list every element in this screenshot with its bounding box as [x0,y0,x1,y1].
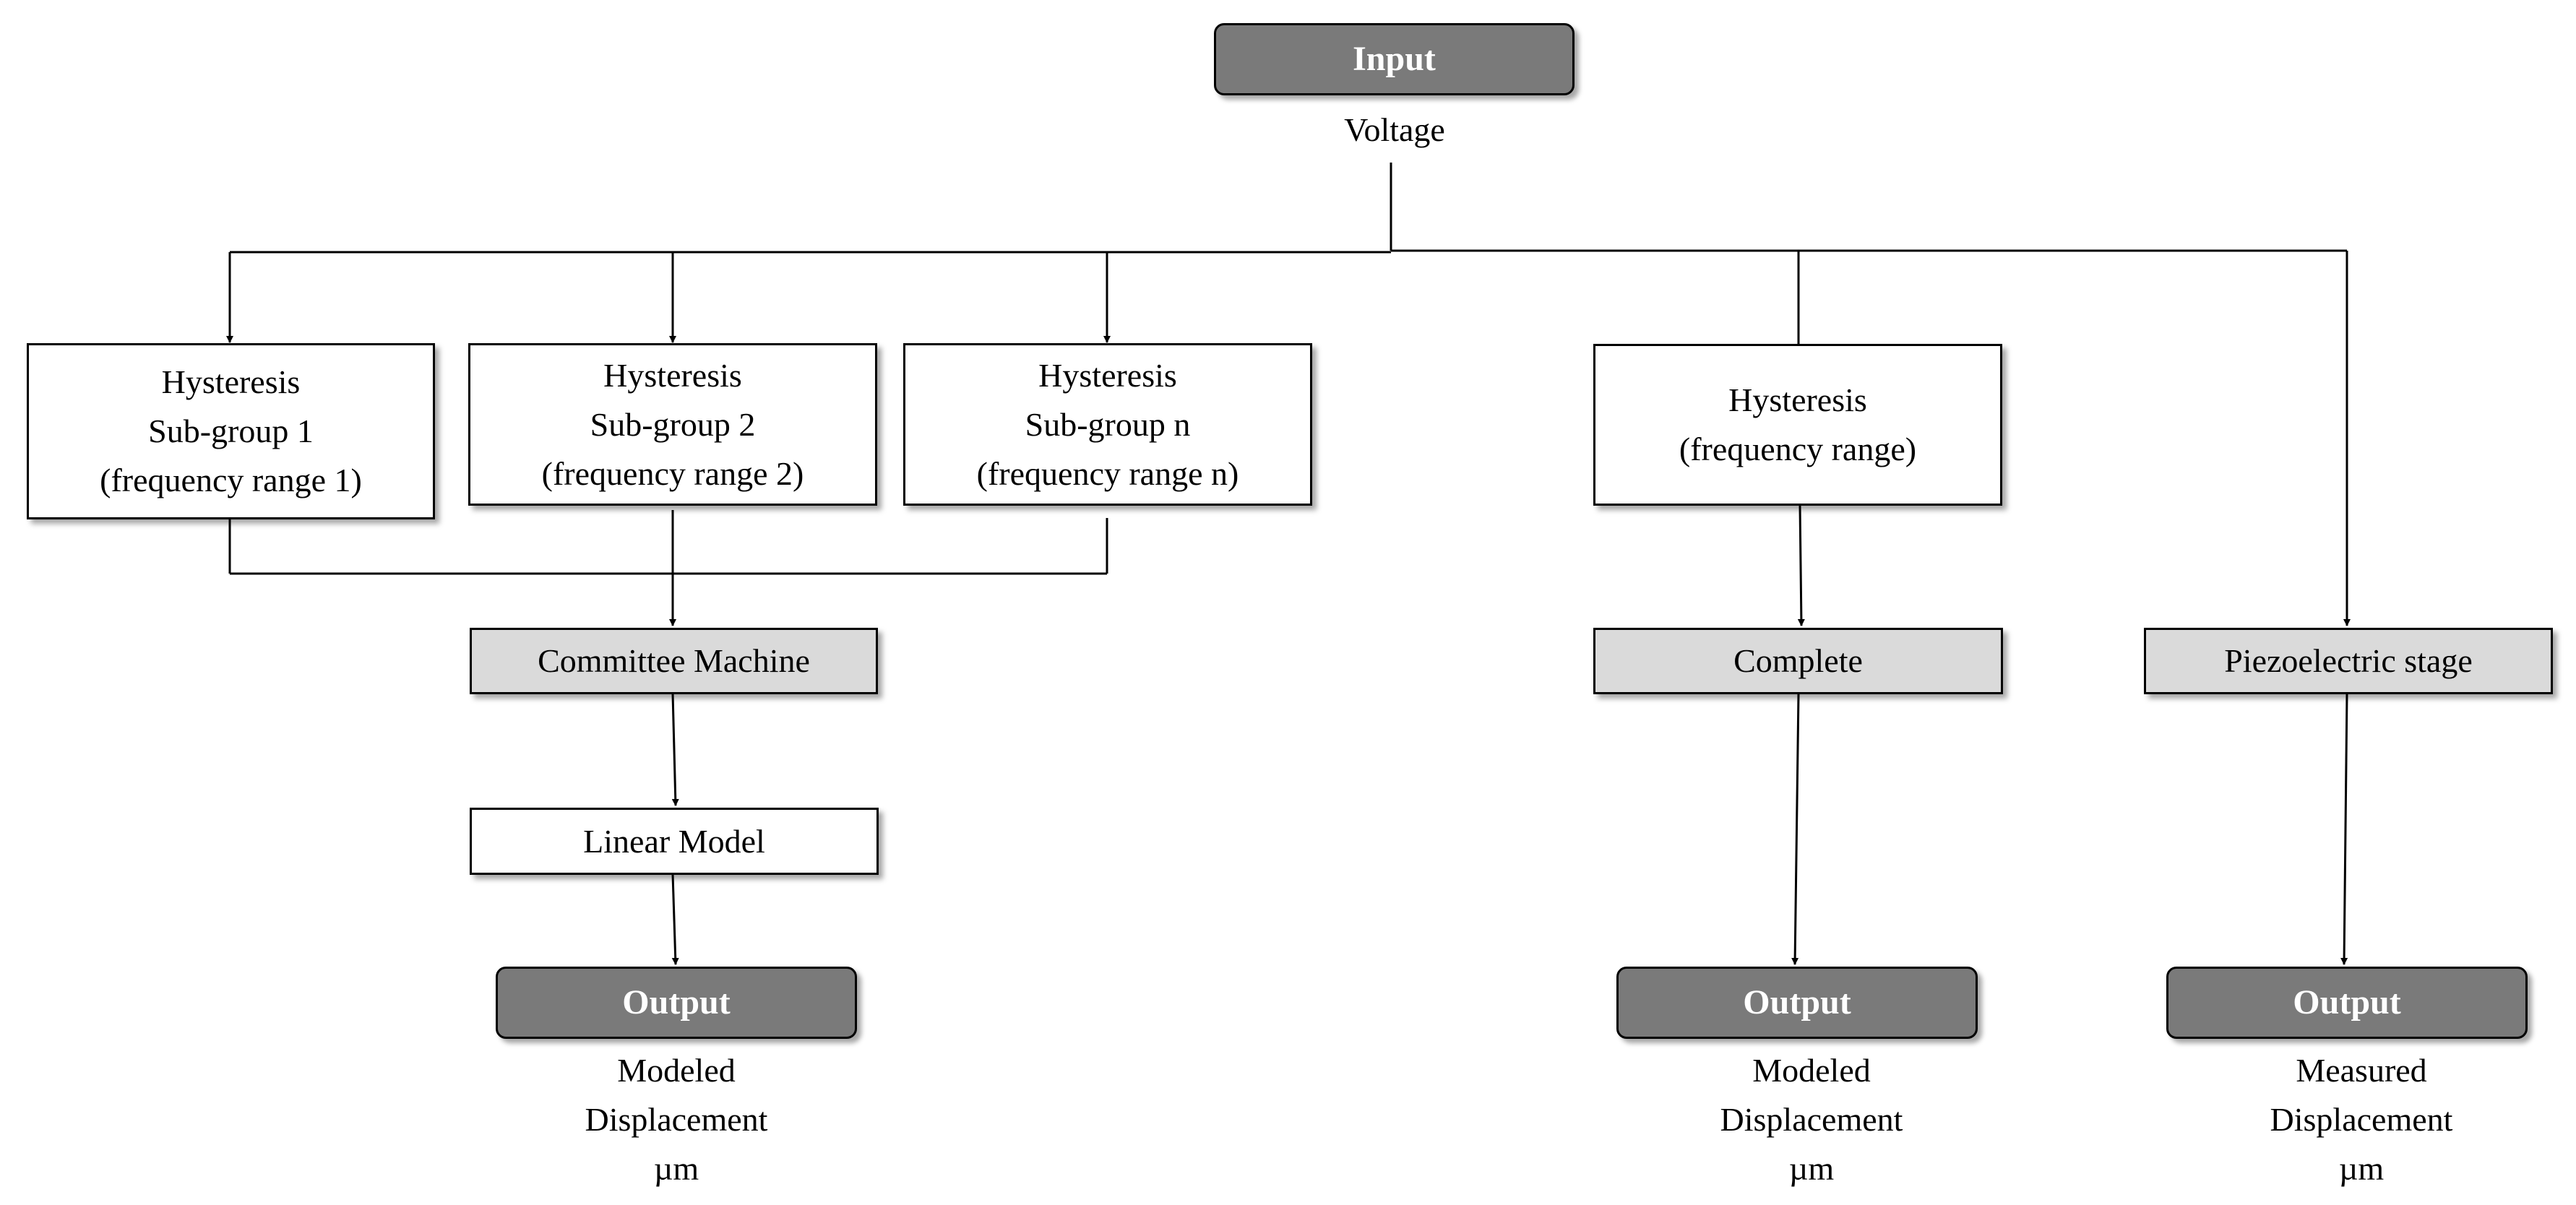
output-1-caption: Modeled Displacement µm [532,1046,821,1193]
committee-machine-box: Committee Machine [470,628,878,694]
output-box-2: Output [1616,967,1978,1039]
linear-model-label: Linear Model [583,822,765,860]
output-box-1: Output [496,967,857,1039]
subgroup-2-line3: (frequency range 2) [541,454,804,492]
subgroup-n-line1: Hysteresis [1038,356,1177,394]
subgroup-n-line3: (frequency range n) [976,454,1239,492]
hysteresis-full-box: Hysteresis (frequency range) [1593,344,2002,506]
arrow-to-output-3 [2340,693,2348,965]
output-1-caption-line1: Modeled [617,1052,736,1089]
subgroup-n-line2: Sub-group n [1025,405,1191,443]
piezo-stage-box: Piezoelectric stage [2144,628,2553,694]
voltage-label: Voltage [1344,111,1445,148]
arrow-to-output-2 [1791,693,1800,965]
output-2-caption-line1: Modeled [1752,1052,1871,1089]
complete-box: Complete [1593,628,2003,694]
linear-model-box: Linear Model [470,808,879,875]
subgroup-2-line2: Sub-group 2 [590,405,756,443]
input-label: Input [1353,40,1436,78]
hysteresis-full-line2: (frequency range) [1679,431,1917,467]
subgroup-box-n: Hysteresis Sub-group n (frequency range … [903,343,1312,506]
subgroup-box-2: Hysteresis Sub-group 2 (frequency range … [468,343,877,506]
subgroup-1-line2: Sub-group 1 [148,413,314,449]
hysteresis-full-line1: Hysteresis [1728,381,1867,418]
arrow-to-output-1 [671,873,679,965]
subgroup-2-line1: Hysteresis [603,356,742,394]
subgroup-box-1: Hysteresis Sub-group 1 (frequency range … [27,343,435,519]
output-3-caption-line2: Displacement [2270,1101,2453,1138]
output-3-label: Output [2293,983,2401,1022]
output-2-caption: Modeled Displacement µm [1667,1046,1956,1193]
arrow-to-linear-model [671,693,679,806]
output-1-caption-line2: Displacement [585,1101,768,1138]
output-box-3: Output [2166,967,2528,1039]
piezo-stage-label: Piezoelectric stage [2224,642,2473,679]
subgroup-1-line3: (frequency range 1) [100,462,362,498]
complete-label: Complete [1733,642,1863,679]
arrow-to-complete [1797,505,1805,626]
output-2-label: Output [1743,983,1851,1022]
output-1-caption-line3: µm [653,1150,699,1187]
output-1-label: Output [622,983,731,1022]
output-3-caption-line3: µm [2338,1150,2385,1187]
committee-machine-label: Committee Machine [538,642,810,679]
input-box: Input [1214,23,1575,95]
output-2-caption-line3: µm [1788,1150,1835,1187]
output-3-caption: Measured Displacement µm [2217,1046,2506,1193]
input-caption: Voltage [1250,105,1539,155]
output-2-caption-line2: Displacement [1720,1101,1903,1138]
subgroup-1-line1: Hysteresis [161,363,301,400]
output-3-caption-line1: Measured [2296,1052,2427,1089]
